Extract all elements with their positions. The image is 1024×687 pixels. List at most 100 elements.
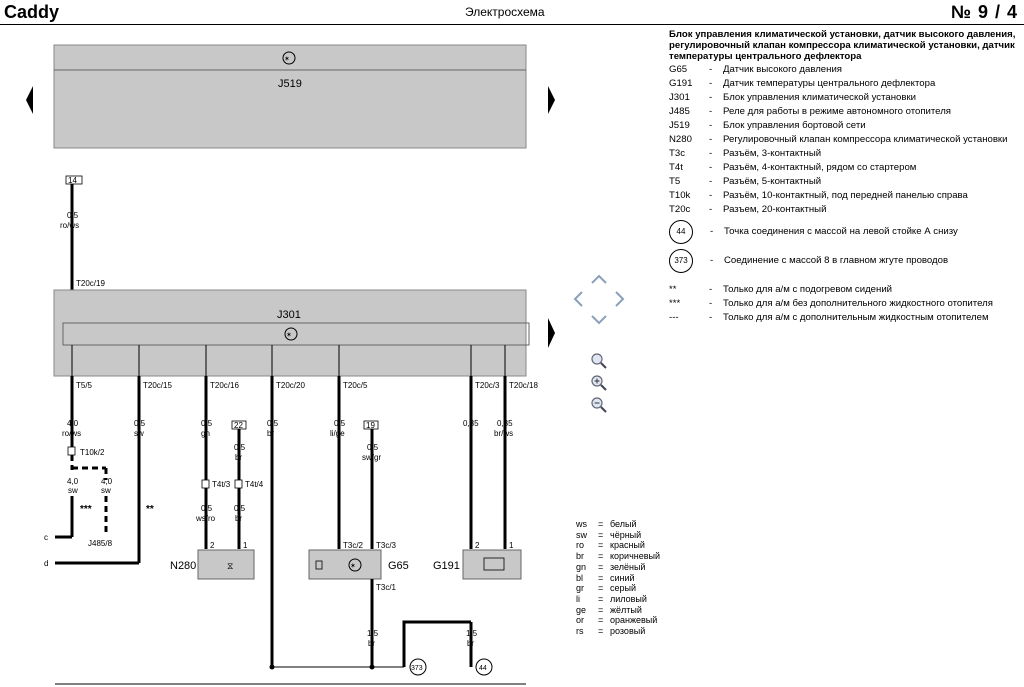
svg-text:44: 44 (479, 665, 487, 672)
svg-text:br: br (467, 639, 474, 648)
svg-text:T20c/15: T20c/15 (143, 381, 172, 390)
j519-label: J519 (278, 78, 302, 90)
svg-text:22: 22 (234, 421, 243, 430)
navigate-up-icon[interactable] (591, 274, 607, 284)
vehicle-title: Caddy (4, 2, 60, 22)
svg-text:T20c/3: T20c/3 (475, 381, 500, 390)
svg-text:sw: sw (101, 486, 111, 495)
svg-text:li: li (469, 429, 473, 438)
diagram-type-label: Электросхема (465, 5, 545, 19)
previous-page-arrow-icon[interactable] (26, 86, 33, 114)
svg-text:c: c (44, 533, 48, 542)
svg-text:1,5: 1,5 (367, 629, 379, 638)
valve-symbol-icon: ⧖ (227, 561, 233, 571)
color-item: bl=синий (576, 572, 635, 583)
svg-text:sw/gr: sw/gr (362, 453, 381, 462)
color-item: or=оранжевый (576, 615, 658, 626)
t10k-connector (67, 446, 76, 456)
svg-text:19: 19 (366, 421, 375, 430)
legend-ground: 373-Соединение с массой 8 в главном жгут… (669, 246, 1021, 275)
navigation-pad[interactable] (570, 270, 630, 330)
svg-text:J485/8: J485/8 (88, 539, 113, 548)
svg-text:0,5: 0,5 (201, 504, 213, 513)
svg-text:1: 1 (243, 541, 248, 550)
legend-item: T5-Разъём, 5-контактный (669, 176, 822, 187)
j301-label: J301 (277, 309, 301, 321)
color-item: br=коричневый (576, 551, 661, 562)
svg-text:T20c/18: T20c/18 (509, 381, 538, 390)
header-divider (0, 24, 1024, 25)
svg-text:G65: G65 (388, 560, 409, 572)
svg-text:0,5: 0,5 (367, 443, 379, 452)
legend-item: N280-Регулировочный клапан компрессора к… (669, 134, 1008, 145)
svg-text:0,5: 0,5 (201, 419, 213, 428)
temperature-sensor-icon (483, 557, 505, 571)
svg-text:0,5: 0,5 (334, 419, 346, 428)
ground-373-icon (409, 658, 427, 676)
g65-block (308, 549, 382, 580)
svg-text:1,5: 1,5 (466, 629, 478, 638)
svg-text:d: d (44, 559, 48, 568)
svg-text:T20c/5: T20c/5 (343, 381, 368, 390)
svg-text:br/ws: br/ws (494, 429, 513, 438)
magnifier-icon[interactable] (590, 352, 608, 370)
j519-block (53, 44, 527, 149)
navigate-left-icon[interactable] (573, 291, 583, 307)
control-unit-symbol-icon (282, 51, 296, 65)
color-item: gn=зелёный (576, 561, 646, 572)
zoom-out-icon[interactable] (590, 396, 608, 414)
g191-block (462, 549, 522, 580)
svg-text:gn: gn (201, 429, 210, 438)
svg-text:✶: ✶ (286, 331, 292, 339)
svg-text:T3c/2: T3c/2 (343, 541, 364, 550)
svg-text:✶: ✶ (284, 55, 290, 63)
svg-text:T4t/4: T4t/4 (245, 480, 264, 489)
n280-block (197, 549, 255, 580)
svg-text:br: br (368, 639, 375, 648)
svg-text:sw: sw (134, 429, 144, 438)
j301-symbol-icon (284, 327, 298, 341)
color-item: ws=белый (576, 519, 637, 529)
navigate-right-icon[interactable] (615, 291, 625, 307)
legend-item: J301-Блок управления климатической устан… (669, 92, 917, 103)
legend-ground: 44-Точка соединения с массой на левой ст… (669, 217, 1021, 246)
continue-right-arrow-icon[interactable] (548, 318, 555, 348)
svg-text:4,0: 4,0 (67, 419, 79, 428)
svg-text:T20c/20: T20c/20 (276, 381, 305, 390)
legend-note: ***-Только для а/м без дополнительного ж… (669, 298, 993, 309)
component-legend: Блок управления климатической установки,… (669, 29, 1021, 325)
legend-item: J519-Блок управления бортовой сети (669, 120, 866, 131)
svg-text:0,35: 0,35 (497, 419, 513, 428)
legend-title: Блок управления климатической установки,… (669, 29, 1016, 62)
svg-text:T3c/1: T3c/1 (376, 583, 397, 592)
svg-text:0,5: 0,5 (67, 211, 79, 220)
svg-text:0,5: 0,5 (234, 443, 246, 452)
svg-text:***: *** (80, 504, 92, 515)
svg-text:N280: N280 (170, 560, 196, 572)
legend-item: T3c-Разъём, 3-контактный (669, 148, 822, 159)
svg-text:T20c/16: T20c/16 (210, 381, 239, 390)
color-item: sw=чёрный (576, 529, 642, 540)
color-item: gr=серый (576, 583, 637, 594)
svg-text:**: ** (146, 504, 154, 515)
zoom-in-icon[interactable] (590, 374, 608, 392)
page-header: Caddy Электросхема № 9 / 4 (0, 0, 1024, 26)
legend-note: ----Только для а/м с дополнительным жидк… (669, 312, 989, 323)
svg-text:T10k/2: T10k/2 (80, 448, 105, 457)
svg-text:br: br (235, 514, 242, 523)
navigate-down-icon[interactable] (591, 315, 607, 325)
ground-44-icon (475, 658, 493, 676)
svg-text:0,35: 0,35 (463, 419, 479, 428)
svg-text:0,5: 0,5 (267, 419, 279, 428)
wiring-diagram: ✶ J519 14 0,5 ro/ws T20c/19 ✶ J301 T5/5 … (26, 44, 555, 685)
svg-text:ws/ro: ws/ro (195, 514, 216, 523)
svg-text:sw: sw (68, 486, 78, 495)
svg-text:T4t/3: T4t/3 (212, 480, 231, 489)
j301-block (53, 289, 527, 377)
next-page-arrow-icon[interactable] (548, 86, 555, 114)
legend-item: J485-Реле для работы в режиме автономног… (669, 106, 951, 117)
svg-text:ro/ws: ro/ws (60, 221, 79, 230)
svg-text:373: 373 (411, 665, 423, 672)
svg-text:T20c/19: T20c/19 (76, 279, 105, 288)
color-item: ge=жёлтый (576, 604, 642, 615)
